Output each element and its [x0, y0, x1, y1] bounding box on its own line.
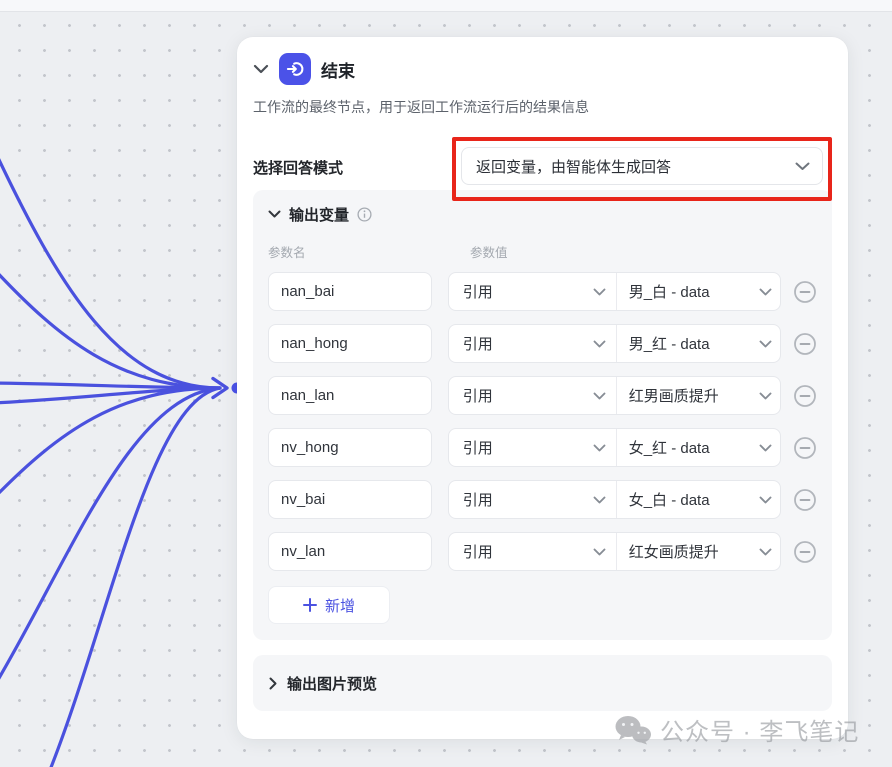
value-method-label: 引用: [462, 440, 493, 457]
column-value-label: 参数值: [470, 246, 508, 260]
chevron-down-icon[interactable]: [268, 210, 281, 218]
chevron-down-icon: [759, 444, 772, 452]
value-method-select[interactable]: 引用: [449, 273, 617, 310]
output-variables-title: 输出变量: [289, 206, 350, 224]
variable-value-control: 引用 红男画质提升: [447, 376, 781, 415]
edge-line: [0, 386, 222, 680]
red-annotation-box: 返回变量，由智能体生成回答: [452, 137, 832, 201]
variable-row: nan_lan 引用 红男画质提升: [268, 376, 817, 415]
chevron-down-icon: [593, 444, 606, 452]
output-variables-section: 输出变量 参数名 参数值 nan_bai 引用: [253, 190, 832, 640]
edge-line: [49, 386, 222, 767]
remove-variable-button[interactable]: [793, 488, 817, 512]
chevron-down-icon: [759, 340, 772, 348]
value-method-select[interactable]: 引用: [449, 429, 617, 466]
value-ref-select[interactable]: 女_白 - data: [617, 481, 780, 518]
variable-value-control: 引用 男_红 - data: [447, 324, 781, 363]
value-ref-select[interactable]: 男_红 - data: [617, 325, 780, 362]
variable-name-input[interactable]: nan_lan: [268, 376, 432, 415]
variable-row: nv_bai 引用 女_白 - data: [268, 480, 817, 519]
end-node-config-panel: 结束 工作流的最终节点，用于返回工作流运行后的结果信息 选择回答模式 返回变量，…: [237, 37, 848, 739]
column-headers: 参数名 参数值: [268, 242, 817, 260]
chevron-down-icon: [759, 496, 772, 504]
value-ref-select[interactable]: 女_红 - data: [617, 429, 780, 466]
chevron-down-icon: [593, 548, 606, 556]
edge-line: [0, 386, 222, 495]
answer-mode-value: 返回变量，由智能体生成回答: [476, 158, 672, 176]
canvas-top-strip: [0, 0, 892, 12]
value-ref-label: 红女画质提升: [628, 544, 719, 561]
value-ref-select[interactable]: 红女画质提升: [617, 533, 780, 570]
variable-value-control: 引用 男_白 - data: [447, 272, 781, 311]
chevron-down-icon: [795, 162, 810, 171]
remove-variable-button[interactable]: [793, 280, 817, 304]
chevron-down-icon: [759, 288, 772, 296]
output-variables-header: 输出变量: [268, 204, 817, 224]
value-method-label: 引用: [462, 336, 493, 353]
add-variable-label: 新增: [324, 597, 355, 615]
output-image-preview-title: 输出图片预览: [287, 675, 378, 693]
variable-row: nv_lan 引用 红女画质提升: [268, 532, 817, 571]
remove-variable-button[interactable]: [793, 540, 817, 564]
variable-value-control: 引用 女_红 - data: [447, 428, 781, 467]
value-method-label: 引用: [462, 284, 493, 301]
edge-arrowhead-icon: [211, 376, 229, 400]
chevron-down-icon: [759, 392, 772, 400]
panel-header: 结束: [253, 53, 832, 85]
value-ref-label: 男_红 - data: [628, 336, 710, 353]
info-circle-icon[interactable]: [357, 206, 372, 222]
edge-line: [0, 273, 222, 390]
answer-mode-label: 选择回答模式: [253, 160, 344, 177]
edge-line: [0, 158, 222, 390]
variable-value-control: 引用 红女画质提升: [447, 532, 781, 571]
value-method-label: 引用: [462, 544, 493, 561]
value-method-select[interactable]: 引用: [449, 325, 617, 362]
node-description: 工作流的最终节点，用于返回工作流运行后的结果信息: [253, 99, 589, 115]
value-method-select[interactable]: 引用: [449, 481, 617, 518]
value-ref-select[interactable]: 男_白 - data: [617, 273, 780, 310]
variable-name-input[interactable]: nv_hong: [268, 428, 432, 467]
variable-name-input[interactable]: nv_lan: [268, 532, 432, 571]
value-method-select[interactable]: 引用: [449, 533, 617, 570]
variable-row: nan_bai 引用 男_白 - data: [268, 272, 817, 311]
variable-row: nv_hong 引用 女_红 - data: [268, 428, 817, 467]
answer-mode-row: 选择回答模式 返回变量，由智能体生成回答: [253, 137, 832, 201]
value-ref-label: 女_白 - data: [628, 492, 710, 509]
chevron-down-icon: [593, 392, 606, 400]
node-title: 结束: [321, 61, 355, 81]
variable-row: nan_hong 引用 男_红 - data: [268, 324, 817, 363]
remove-variable-button[interactable]: [793, 332, 817, 356]
value-ref-label: 红男画质提升: [628, 388, 719, 405]
column-name-label: 参数名: [268, 246, 306, 260]
value-ref-label: 男_白 - data: [628, 284, 710, 301]
variable-value-control: 引用 女_白 - data: [447, 480, 781, 519]
value-method-select[interactable]: 引用: [449, 377, 617, 414]
value-ref-label: 女_红 - data: [628, 440, 710, 457]
remove-variable-button[interactable]: [793, 436, 817, 460]
plus-icon: [302, 598, 317, 612]
value-ref-select[interactable]: 红男画质提升: [617, 377, 780, 414]
output-image-preview-section[interactable]: 输出图片预览: [253, 655, 832, 711]
variable-name-input[interactable]: nan_hong: [268, 324, 432, 363]
add-variable-button[interactable]: 新增: [268, 586, 390, 624]
remove-variable-button[interactable]: [793, 384, 817, 408]
chevron-down-icon: [593, 340, 606, 348]
variable-name-input[interactable]: nv_bai: [268, 480, 432, 519]
answer-mode-select[interactable]: 返回变量，由智能体生成回答: [461, 147, 823, 185]
value-method-label: 引用: [462, 388, 493, 405]
chevron-right-icon: [269, 677, 277, 690]
end-node-icon: [279, 53, 311, 85]
variable-name-input[interactable]: nan_bai: [268, 272, 432, 311]
chevron-down-icon: [593, 496, 606, 504]
value-method-label: 引用: [462, 492, 493, 509]
chevron-down-icon: [759, 548, 772, 556]
chevron-down-icon[interactable]: [253, 64, 269, 74]
chevron-down-icon: [593, 288, 606, 296]
